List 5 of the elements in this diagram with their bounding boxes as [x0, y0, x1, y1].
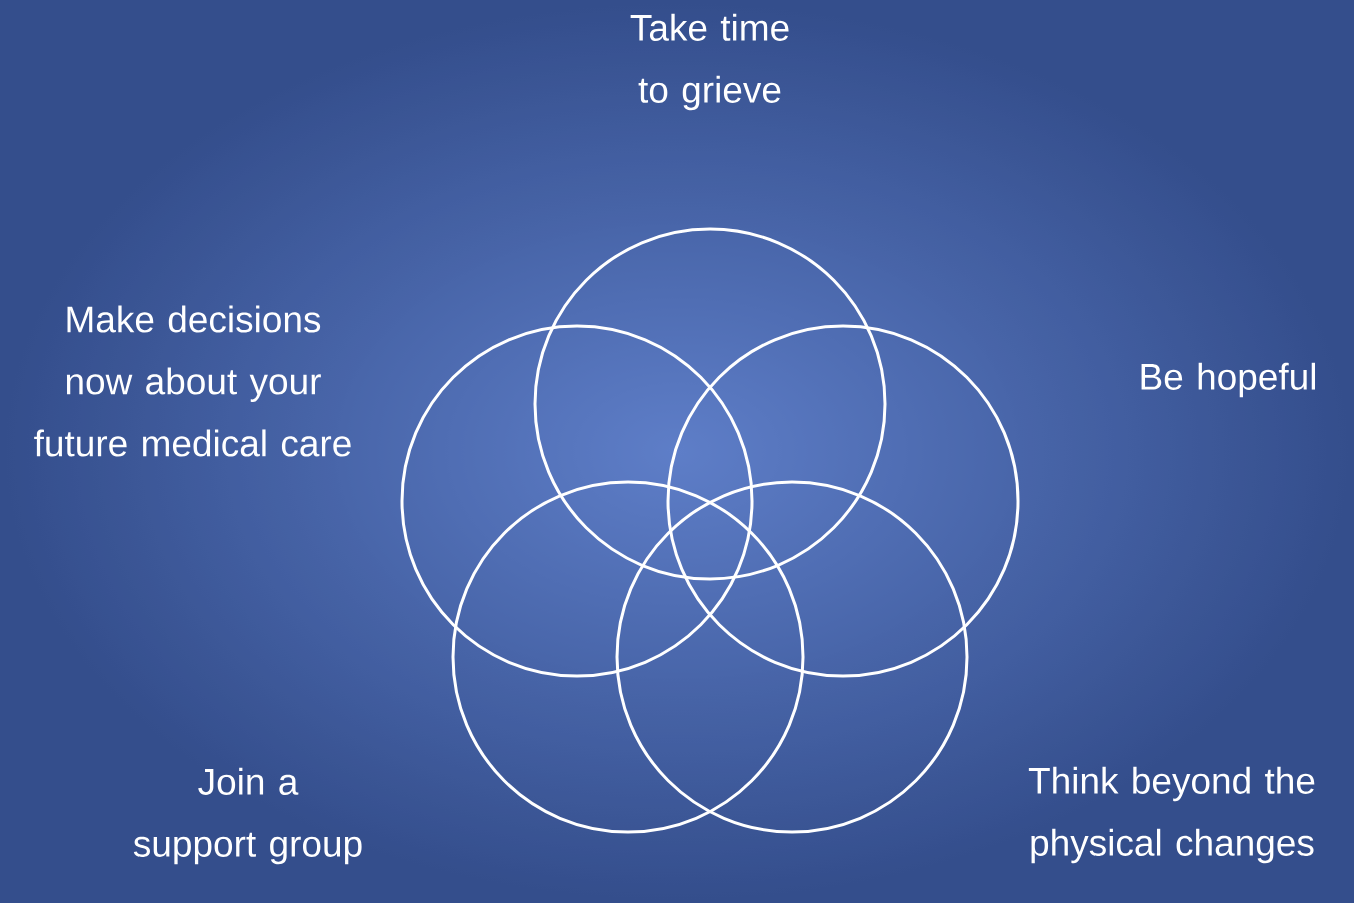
node-label: Join a support group: [133, 767, 362, 865]
node-label: Think beyond the physical changes: [1028, 766, 1315, 864]
node-label: Take time to grieve: [630, 13, 789, 111]
node-label: Make decisions now about your future medical care: [34, 305, 351, 457]
node-label: Be hopeful: [1141, 362, 1315, 398]
